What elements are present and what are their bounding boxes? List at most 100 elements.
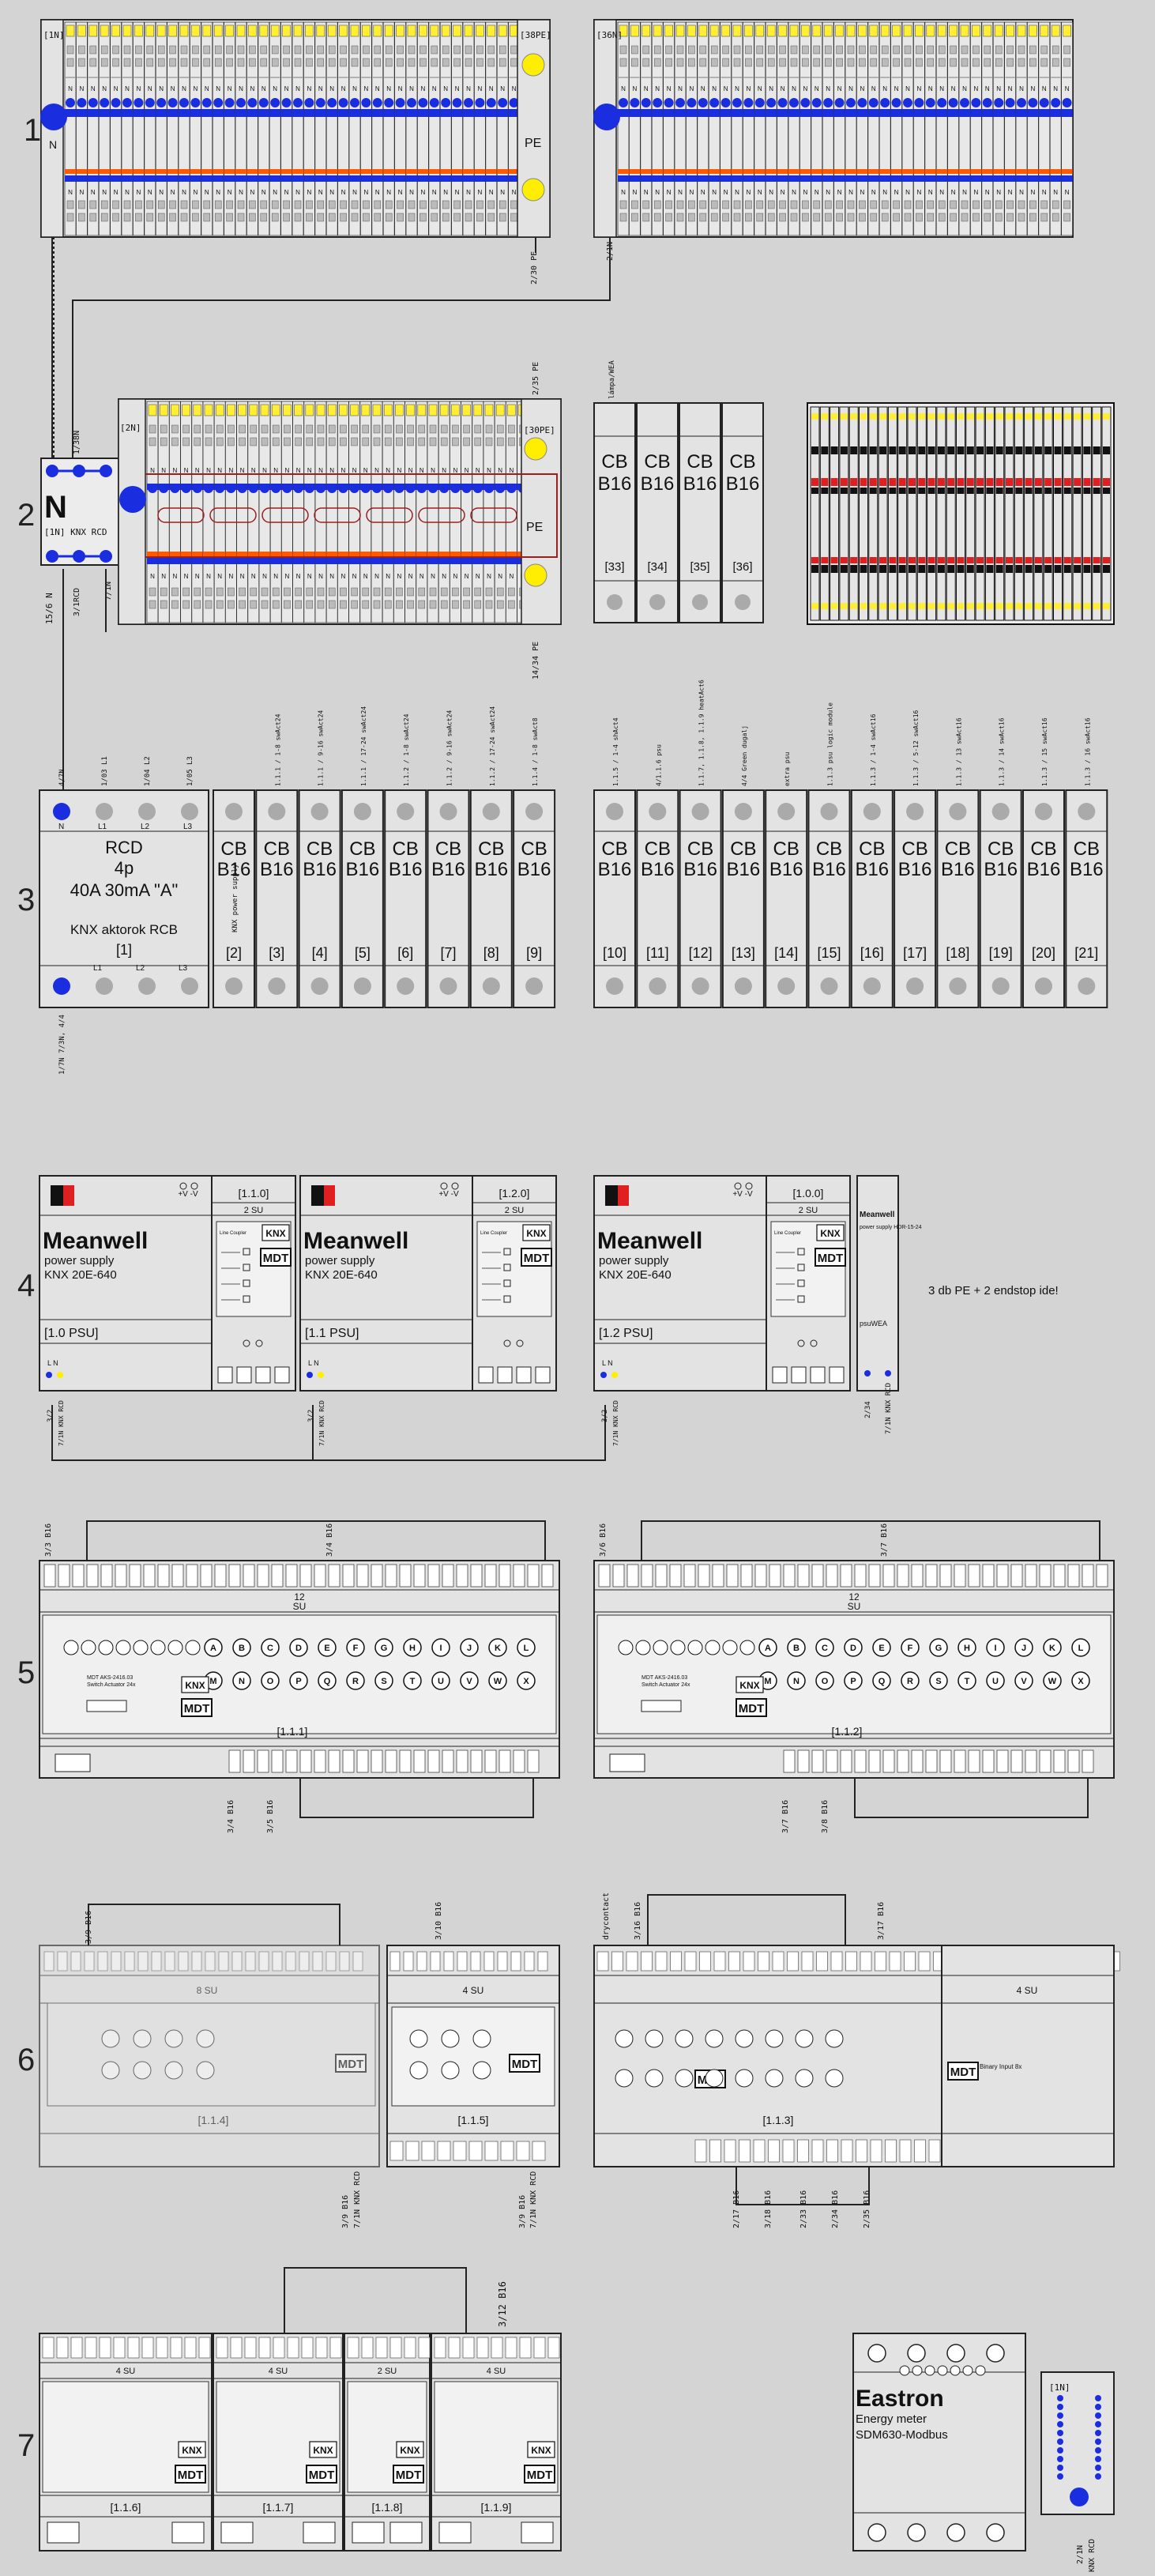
row2-pe-bottom-label: 14/34 PE bbox=[532, 642, 540, 680]
row6-114-bot-a: 3/9 B16 bbox=[341, 2195, 350, 2228]
row6-actuator-1-1-5: 4 SU [1.1.5] bbox=[386, 1945, 560, 2167]
coupler-text: Line Coupler bbox=[774, 1231, 801, 1236]
terminal bbox=[810, 406, 820, 621]
psu-tag: [1.0 PSU] bbox=[44, 1327, 98, 1340]
cb-type: CB bbox=[644, 451, 670, 473]
terminal bbox=[191, 401, 204, 623]
cb-top-label: 1.1.3 / 14 swAct16 bbox=[999, 717, 1006, 786]
channel-letter: W bbox=[494, 1677, 502, 1686]
terminal bbox=[839, 406, 849, 621]
channel-letter: C bbox=[267, 1644, 273, 1653]
terminal bbox=[382, 401, 394, 623]
terminal bbox=[439, 21, 452, 236]
actuator-bottom-feed: 2/17 B16 bbox=[732, 2190, 741, 2228]
row2-terminal-block: [2N] [30PE] PE bbox=[118, 398, 562, 625]
row6-114-bot-b: 7/1N KNX RCD bbox=[353, 2171, 362, 2228]
terminal bbox=[472, 401, 484, 623]
terminal bbox=[247, 401, 260, 623]
terminal bbox=[1024, 406, 1034, 621]
cb-top-label: 1.1.1 / 1-8 swAct24 bbox=[274, 714, 281, 786]
row1-terminal-block-b: [36N] bbox=[593, 19, 1074, 238]
row4-small-sub: power supply HDR-15-24 bbox=[860, 1225, 922, 1230]
terminal bbox=[947, 21, 960, 236]
row2-rcd-pe-out: 7/1N bbox=[104, 582, 113, 601]
terminal bbox=[799, 21, 811, 236]
terminal bbox=[337, 401, 349, 623]
cb-type: CB bbox=[521, 838, 547, 860]
terminal bbox=[269, 401, 282, 623]
terminal bbox=[907, 406, 917, 621]
terminal bbox=[451, 21, 464, 236]
cb-number: [34] bbox=[647, 560, 667, 574]
actuator-model-2: Switch Actuator 24x bbox=[641, 1682, 690, 1688]
channel-letter: S bbox=[935, 1677, 941, 1686]
row2-terminal-tag: [2N] bbox=[120, 423, 141, 433]
row7-energy-meter: Eastron Energy meter SDM630-Modbus bbox=[852, 2333, 1026, 2552]
terminal bbox=[280, 401, 293, 623]
cb-top-label: 4/1.1.6 psu bbox=[655, 744, 662, 786]
actuator-bottom-feed: 3/7 B16 bbox=[781, 1800, 790, 1833]
terminal bbox=[867, 21, 880, 236]
cb-number: [18] bbox=[946, 945, 969, 961]
terminal bbox=[494, 401, 506, 623]
cb-rating: B16 bbox=[641, 473, 675, 495]
cb-type: CB bbox=[1030, 838, 1056, 860]
row7-meter-line3: SDM630-Modbus bbox=[856, 2428, 948, 2442]
heating-actuator: 4 SU[1.1.9] bbox=[431, 2333, 562, 2552]
channel-letter: O bbox=[822, 1677, 829, 1686]
cb-number: [21] bbox=[1074, 945, 1098, 961]
actuator-top-feed: 3/3 B16 bbox=[44, 1523, 53, 1557]
actuator-tag: [1.1.2] bbox=[832, 1725, 863, 1738]
wire-row4-psu-feed bbox=[51, 1405, 606, 1461]
cb-number: [15] bbox=[817, 945, 841, 961]
cb-number: [36] bbox=[732, 560, 752, 574]
cb-number: [11] bbox=[646, 945, 669, 961]
cb-type: CB bbox=[945, 838, 971, 860]
psu-feed-b: 7/1N KNX RCD bbox=[58, 1400, 65, 1446]
channel-letter: S bbox=[381, 1677, 386, 1686]
actuator-bottom-feed: 2/33 B16 bbox=[799, 2190, 808, 2228]
terminal bbox=[202, 401, 215, 623]
row6-114-tag: [1.1.4] bbox=[198, 2114, 229, 2126]
row2-knx-rcd-n-block: N [1N] KNX RCD bbox=[40, 458, 119, 566]
terminal bbox=[777, 21, 789, 236]
actuator-top-feed: 3/6 B16 bbox=[599, 1523, 608, 1557]
channel-letter: W bbox=[1048, 1677, 1057, 1686]
row3-rcd-l1-bot: L1 bbox=[93, 964, 103, 973]
coupler-address: [1.2.0] bbox=[499, 1187, 530, 1199]
terminal bbox=[1092, 406, 1102, 621]
terminal bbox=[859, 406, 868, 621]
actuator-su-unit: SU bbox=[293, 1601, 307, 1612]
cb-top-label: 1.1.3 psu logic module bbox=[827, 702, 834, 786]
row6-115-bot-a: 3/9 B16 bbox=[518, 2195, 527, 2228]
terminal bbox=[98, 21, 111, 236]
cb-rating: B16 bbox=[1027, 859, 1061, 880]
terminal bbox=[924, 21, 937, 236]
terminal bbox=[224, 401, 237, 623]
channel-letter: G bbox=[935, 1644, 942, 1653]
cb-top-label: 1.1.2 / 17-24 swAct24 bbox=[489, 706, 496, 786]
terminal bbox=[167, 21, 179, 236]
cb-number: [17] bbox=[903, 945, 927, 961]
cb-type: CB bbox=[393, 838, 419, 860]
wire bbox=[736, 2167, 870, 2205]
cb-rating: B16 bbox=[598, 859, 632, 880]
row1-a-pe-bottom bbox=[521, 178, 545, 201]
channel-letter: K bbox=[1049, 1644, 1055, 1653]
row3-rcd-l1: L1 bbox=[98, 823, 107, 831]
row1-b-top-tag: [36N] bbox=[596, 30, 623, 40]
row2-pe-label: PE bbox=[526, 521, 543, 534]
actuator-model: MDT AKS-2416.03 bbox=[641, 1675, 687, 1681]
psu-ln-label: L N bbox=[308, 1359, 319, 1367]
terminal bbox=[75, 21, 88, 236]
terminal bbox=[416, 401, 428, 623]
row6-115-top: 3/10 B16 bbox=[435, 1902, 443, 1940]
terminal bbox=[359, 401, 372, 623]
row7-term-bot-b: KNX RCD bbox=[1088, 2539, 1097, 2572]
row3-rcd-top-l2: 1/04 L2 bbox=[144, 756, 152, 786]
